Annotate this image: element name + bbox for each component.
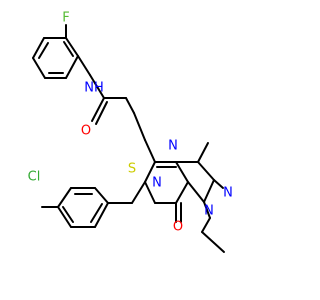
amide-oxygen-label: O bbox=[81, 124, 91, 139]
pyrimidine-n-top-label: N bbox=[168, 139, 178, 154]
pyrazole-n-double-label: N bbox=[223, 186, 233, 201]
ring-oxygen-label: O bbox=[173, 220, 183, 235]
chlorine-label: Cl bbox=[28, 170, 41, 185]
molecule-structure: F NH O S N N O N N Cl bbox=[28, 11, 233, 253]
molecule-diagram: F NH O S N N O N N Cl bbox=[27, 10, 233, 253]
fluorine-label: F bbox=[62, 11, 69, 26]
pyrazole-n-ethyl-label: N bbox=[204, 204, 214, 219]
amide-nh-label: NH bbox=[84, 81, 104, 96]
pyrimidine-n-benzyl-label: N bbox=[152, 176, 162, 191]
atom-labels: F NH O S N N O N N Cl bbox=[28, 11, 233, 235]
bond-lines bbox=[32, 24, 225, 253]
sulfur-label: S bbox=[128, 162, 136, 177]
